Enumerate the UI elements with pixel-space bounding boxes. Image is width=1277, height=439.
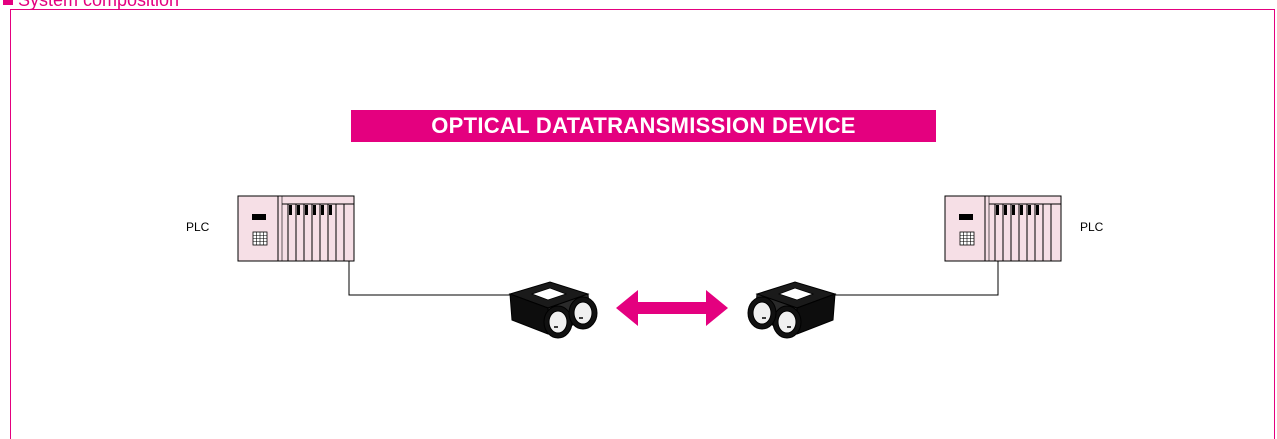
- plc-left-label: PLC: [186, 220, 210, 234]
- diagram-frame: [10, 9, 1275, 439]
- section-title: System composition: [18, 0, 180, 10]
- section-header: System composition: [0, 0, 1277, 10]
- cable-left: [348, 261, 512, 296]
- plc-left: [237, 195, 355, 262]
- section-bullet: [3, 0, 13, 5]
- transmission-arrow: [616, 290, 728, 326]
- device-banner: OPTICAL DATATRANSMISSION DEVICE: [351, 110, 936, 142]
- optical-sensor-right: [747, 281, 836, 339]
- cable-right: [815, 261, 999, 296]
- plc-right: [944, 195, 1062, 262]
- plc-right-label: PLC: [1080, 220, 1104, 234]
- optical-sensor-left: [509, 281, 598, 339]
